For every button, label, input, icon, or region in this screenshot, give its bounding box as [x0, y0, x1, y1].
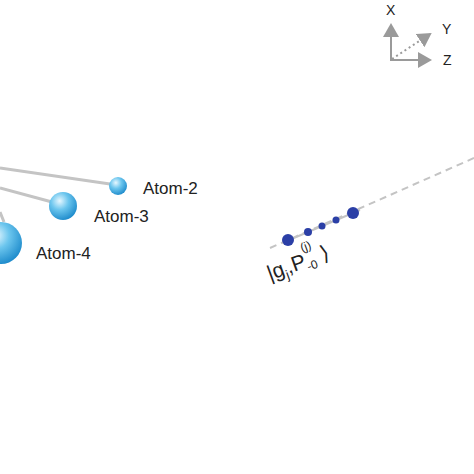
atom-label: Atom-2 [143, 180, 198, 197]
atom-sphere [49, 192, 77, 220]
y-axis [392, 34, 430, 59]
axis-label: Y [442, 22, 451, 36]
bond-line [0, 188, 52, 202]
axis-label: X [386, 3, 395, 17]
atom-dot [319, 223, 326, 230]
atom-label: Atom-4 [36, 245, 91, 262]
atom-chain [270, 158, 474, 248]
axis-glyph [390, 25, 430, 60]
atom-sphere [109, 177, 127, 195]
atom-dot [347, 207, 359, 219]
bond-line [0, 168, 110, 184]
ket-part: ⟩ [317, 241, 333, 265]
dashed-axis [270, 158, 474, 248]
state-label: |gj,P(j)-0⟩ [263, 241, 333, 289]
atom-dot [304, 228, 312, 236]
bond-line [0, 212, 4, 222]
atom-label: Atom-3 [94, 208, 149, 225]
x-axis [390, 25, 392, 60]
axis-label: Z [443, 53, 452, 67]
atom-sphere [0, 222, 22, 264]
atom-dot [282, 234, 294, 246]
z-axis [390, 59, 430, 61]
atom-bonds [0, 168, 110, 222]
atom-dot [333, 217, 340, 224]
